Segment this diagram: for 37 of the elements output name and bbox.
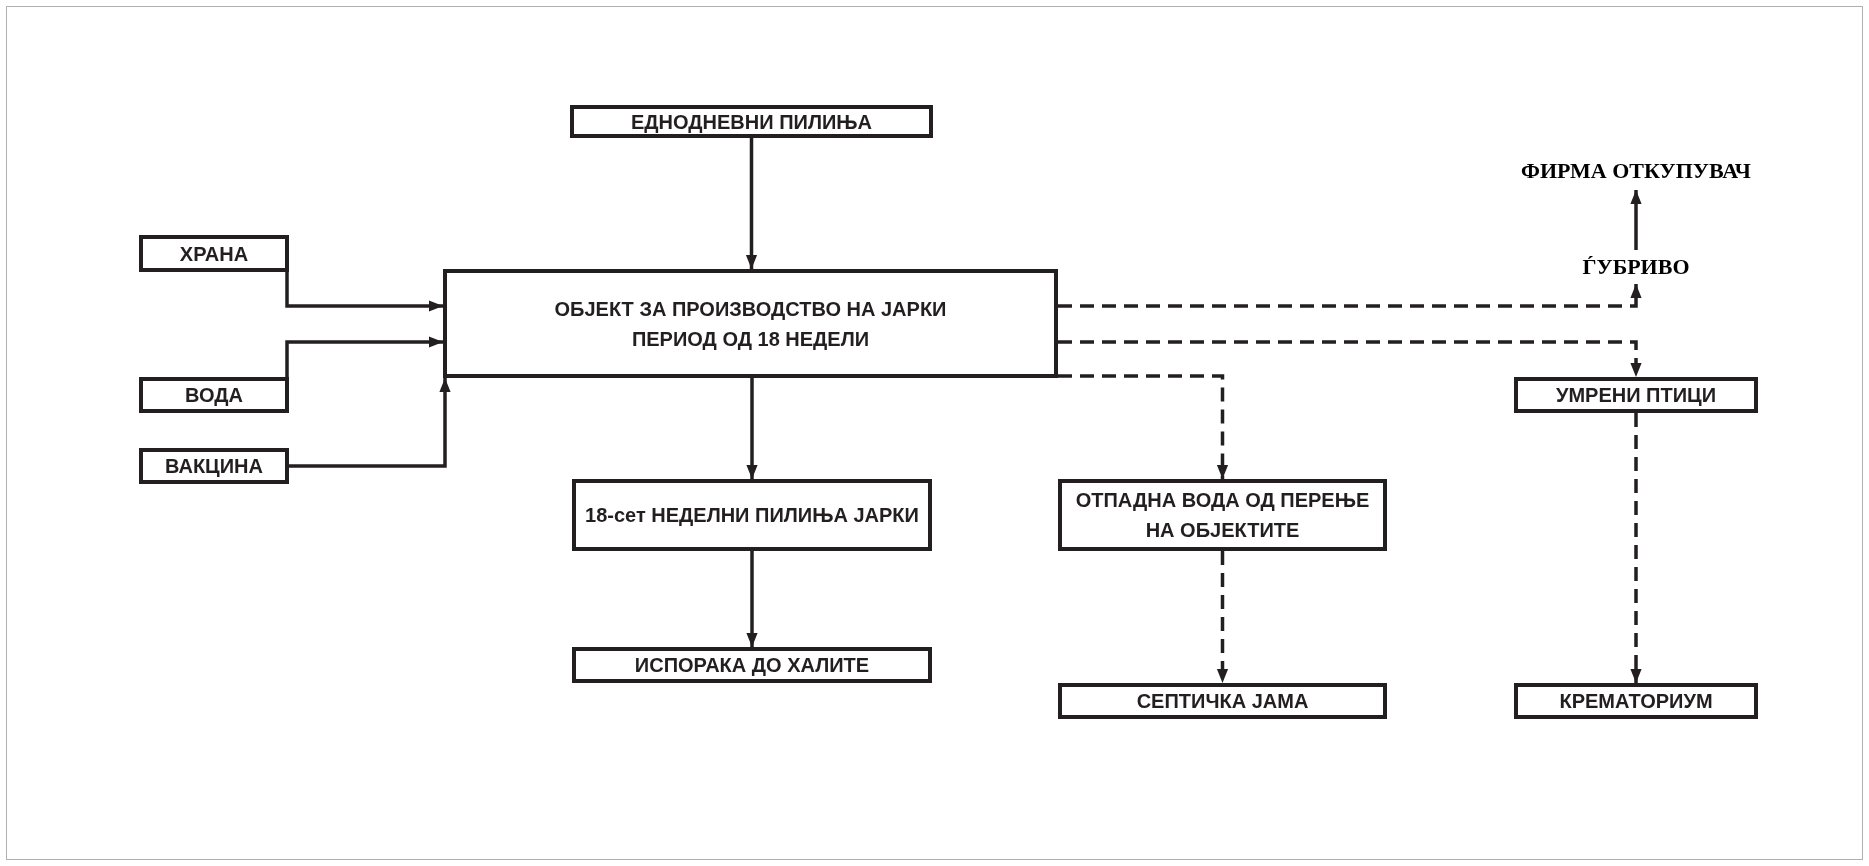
text-label: ЃУБРИВО bbox=[1582, 253, 1690, 281]
process-box bbox=[139, 235, 289, 272]
box-text: ЕДНОДНЕВНИ ПИЛИЊА bbox=[631, 109, 872, 135]
arrow bbox=[1058, 374, 1229, 479]
arrow bbox=[1058, 340, 1642, 377]
arrow bbox=[1216, 551, 1229, 683]
arrow bbox=[289, 378, 451, 468]
process-box bbox=[1514, 683, 1758, 719]
process-box bbox=[1514, 377, 1758, 413]
process-box bbox=[572, 479, 932, 551]
process-box bbox=[572, 647, 932, 683]
arrow bbox=[746, 551, 758, 647]
arrow bbox=[285, 272, 443, 312]
process-box bbox=[1058, 479, 1387, 551]
box-text: ОБЈЕКТ ЗА ПРОИЗВОДСТВО НА ЈАРКИ bbox=[554, 296, 947, 322]
process-box bbox=[139, 448, 289, 484]
arrow bbox=[1630, 413, 1642, 683]
process-box bbox=[443, 269, 1058, 378]
box-text: ВОДА bbox=[185, 383, 243, 408]
text-label: ФИРМА ОТКУПУВАЧ bbox=[1521, 157, 1751, 185]
box-text: ИСПОРАКА ДО ХАЛИТЕ bbox=[634, 653, 870, 678]
box-text: СЕПТИЧКА ЈАМА bbox=[1136, 689, 1309, 714]
box-text: ХРАНА bbox=[179, 241, 249, 267]
process-box bbox=[139, 377, 289, 413]
arrow bbox=[285, 336, 443, 377]
arrow bbox=[745, 138, 758, 269]
box-text: КРЕМАТОРИУМ bbox=[1559, 689, 1713, 714]
arrow bbox=[746, 378, 758, 479]
box-text: УМРЕНИ ПТИЦИ bbox=[1555, 383, 1717, 408]
process-box bbox=[1058, 683, 1387, 719]
box-text: ПЕРИОД ОД 18 НЕДЕЛИ bbox=[631, 326, 870, 352]
process-box bbox=[570, 105, 933, 138]
box-text: 18-сет НЕДЕЛНИ ПИЛИЊА ЈАРКИ bbox=[585, 503, 919, 528]
box-text: ВАКЦИНА bbox=[165, 454, 263, 479]
arrow bbox=[1058, 284, 1642, 308]
box-text: ОТПАДНА ВОДА ОД ПЕРЕЊЕ НА ОБЈЕКТИТЕ bbox=[1074, 488, 1371, 543]
arrow bbox=[1630, 190, 1642, 250]
